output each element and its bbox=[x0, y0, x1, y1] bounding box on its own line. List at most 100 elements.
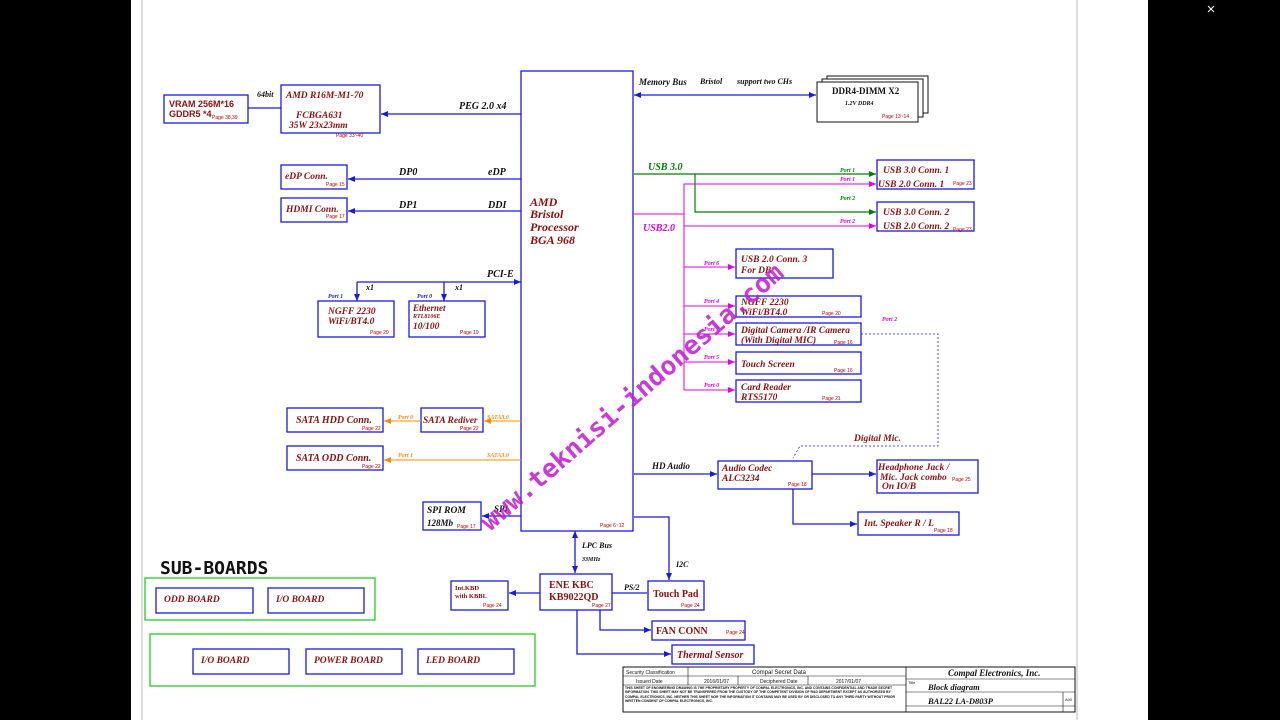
touchpad-page: Page 24 bbox=[681, 603, 700, 609]
schematic-sheet bbox=[131, 0, 1148, 720]
kbd-label-2: with KBBL bbox=[455, 593, 488, 600]
kbc-label-2: KB9022QD bbox=[549, 592, 598, 603]
subboards-group-2 bbox=[149, 633, 536, 687]
camera-page: Page 16 bbox=[834, 340, 853, 346]
usb-conn1-label-1: USB 3.0 Conn. 1 bbox=[883, 166, 949, 176]
touchpad-block bbox=[647, 580, 705, 611]
subboards-group-1 bbox=[144, 577, 376, 621]
ethernet-block bbox=[408, 300, 486, 338]
pcie-x1-b: x1 bbox=[454, 283, 463, 292]
ethernet-label-3: 10/100 bbox=[413, 322, 440, 332]
kbd-label-1: Int.KBD bbox=[455, 585, 479, 592]
gpu-page: Page 33~40 bbox=[336, 133, 363, 139]
spi-rom-page: Page 17 bbox=[457, 524, 476, 530]
vram-block bbox=[163, 94, 249, 124]
gpu-label-3: 35W 23x23mm bbox=[288, 121, 348, 131]
odd-board-block bbox=[155, 587, 254, 614]
audio-codec-label-2: ALC3234 bbox=[721, 474, 760, 484]
vram-page: Page 38,39 bbox=[212, 115, 238, 121]
io-board-label-1: I/O BOARD bbox=[275, 595, 324, 605]
usb-conn2-label-1: USB 3.0 Conn. 2 bbox=[883, 208, 950, 218]
usb3-port2: Port 2 bbox=[840, 196, 855, 202]
ngff-bt-label-1: NGFF 2230 bbox=[740, 298, 789, 308]
kbd-block bbox=[450, 580, 509, 611]
usb3-port2-arrow bbox=[694, 174, 876, 215]
pcie-x1-a: x1 bbox=[365, 283, 374, 292]
usb-conn2-block bbox=[876, 201, 975, 232]
vram-label-2: GDDR5 *4 bbox=[169, 109, 212, 119]
hdmi-page: Page 17 bbox=[326, 214, 345, 220]
cpu-label-2: Bristol bbox=[529, 207, 564, 221]
deciphered-label: Deciphered Date bbox=[760, 679, 798, 685]
sata-odd-block bbox=[286, 445, 384, 471]
sata-redriver-page: Page 22 bbox=[460, 426, 479, 432]
camera-label-2: (With Digital MIC) bbox=[741, 335, 816, 346]
usb-conn1-block bbox=[876, 159, 975, 190]
peg-label: PEG 2.0 x4 bbox=[459, 101, 507, 112]
usb2-port0: Port 0 bbox=[704, 383, 719, 389]
lpc-bus-freq: 33MHz bbox=[581, 557, 601, 563]
doc-number: BAL22 LA-D803P bbox=[927, 696, 994, 706]
i2c-label: I2C bbox=[675, 560, 689, 569]
spi-rom-block bbox=[422, 501, 482, 531]
cpu-label-1: AMD bbox=[529, 195, 558, 209]
ddr4-page: Page 13~14 bbox=[882, 114, 909, 120]
usb3-label: USB 3.0 bbox=[648, 162, 682, 173]
pcie-port0: Port 0 bbox=[417, 294, 432, 300]
fan-label: FAN CONN bbox=[656, 626, 709, 637]
window-mark-icon bbox=[1207, 5, 1215, 13]
digital-mic-label: Digital Mic. bbox=[853, 434, 901, 444]
ps2-label: PS/2 bbox=[624, 583, 640, 592]
usb2-port1: Port 1 bbox=[840, 177, 855, 183]
speaker-block bbox=[857, 511, 960, 536]
headphone-page: Page 25 bbox=[952, 477, 971, 483]
usb2-port2: Port 2 bbox=[840, 219, 855, 225]
kbc-page: Page 27 bbox=[592, 603, 611, 609]
speaker-label: Int. Speaker R / L bbox=[863, 519, 934, 529]
i2c-arrow bbox=[634, 516, 672, 580]
camera-label-1: Digital Camera /IR Camera bbox=[740, 326, 850, 336]
vram-bus-label: 64bit bbox=[257, 90, 274, 99]
usb-conn3-label-2: For DB bbox=[740, 266, 771, 276]
sata-redriver-label: SATA Rediver bbox=[423, 416, 478, 426]
deciphered-value: 2017/01/07 bbox=[836, 679, 861, 685]
io-board-label-2: I/O BOARD bbox=[200, 656, 249, 666]
ethernet-label-2: RTL8106E bbox=[412, 314, 440, 320]
issued-value: 2016/01/07 bbox=[704, 679, 729, 685]
card-reader-page: Page 21 bbox=[822, 396, 841, 402]
sata-odd-port: Port 1 bbox=[398, 453, 413, 459]
cpu-label-3: Processor bbox=[530, 220, 579, 234]
usb2-port5: Port 5 bbox=[704, 355, 719, 361]
ddr4-label: DDR4-DIMM X2 bbox=[832, 86, 900, 96]
card-reader-label-1: Card Reader bbox=[741, 383, 791, 393]
pcie-label: PCI-E bbox=[487, 269, 514, 280]
usb-conn2-page: Page 23 bbox=[953, 227, 972, 233]
notice-text: THIS SHEET OF ENGINEERING DRAWING IS THE… bbox=[625, 686, 896, 703]
audio-codec-label-1: Audio Codec bbox=[721, 464, 773, 474]
fan-block bbox=[651, 620, 746, 641]
ngff-bt-label-2: WiFi/BT4.0 bbox=[741, 308, 788, 318]
card-reader-label-2: RTS5170 bbox=[740, 393, 778, 403]
headphone-label-2: Mic. Jack combo bbox=[879, 473, 947, 483]
sata-hdd-port: Port 0 bbox=[398, 415, 413, 421]
memory-bus-label: Memory Bus bbox=[638, 77, 687, 87]
usb2-port7: Port 7 bbox=[704, 327, 720, 333]
touch-screen-label: Touch Screen bbox=[741, 360, 795, 370]
fan-page: Page 24 bbox=[726, 630, 745, 636]
spi-rom-size: 128Mb bbox=[427, 518, 454, 528]
kbd-page: Page 24 bbox=[483, 603, 502, 609]
audio-codec-page: Page 18 bbox=[788, 482, 807, 488]
odd-board-label: ODD BOARD bbox=[164, 595, 220, 605]
ddr4-block bbox=[816, 81, 919, 123]
usb-conn1-page: Page 23 bbox=[953, 181, 972, 187]
notice-box: THIS SHEET OF ENGINEERING DRAWING IS THE… bbox=[625, 686, 896, 703]
ngff-bt-page: Page 20 bbox=[822, 311, 841, 317]
vram-label-1: VRAM 256M*16 bbox=[169, 99, 234, 109]
sata-odd-page: Page 22 bbox=[362, 464, 381, 470]
usb-conn2-label-2: USB 2.0 Conn. 2 bbox=[883, 222, 950, 232]
ethernet-page: Page 19 bbox=[460, 330, 479, 336]
revision: A00 bbox=[1065, 697, 1073, 702]
usb-conn3-label-1: USB 2.0 Conn. 3 bbox=[741, 255, 808, 265]
ngff-wifi-label-1: NGFF 2230 bbox=[327, 307, 376, 317]
